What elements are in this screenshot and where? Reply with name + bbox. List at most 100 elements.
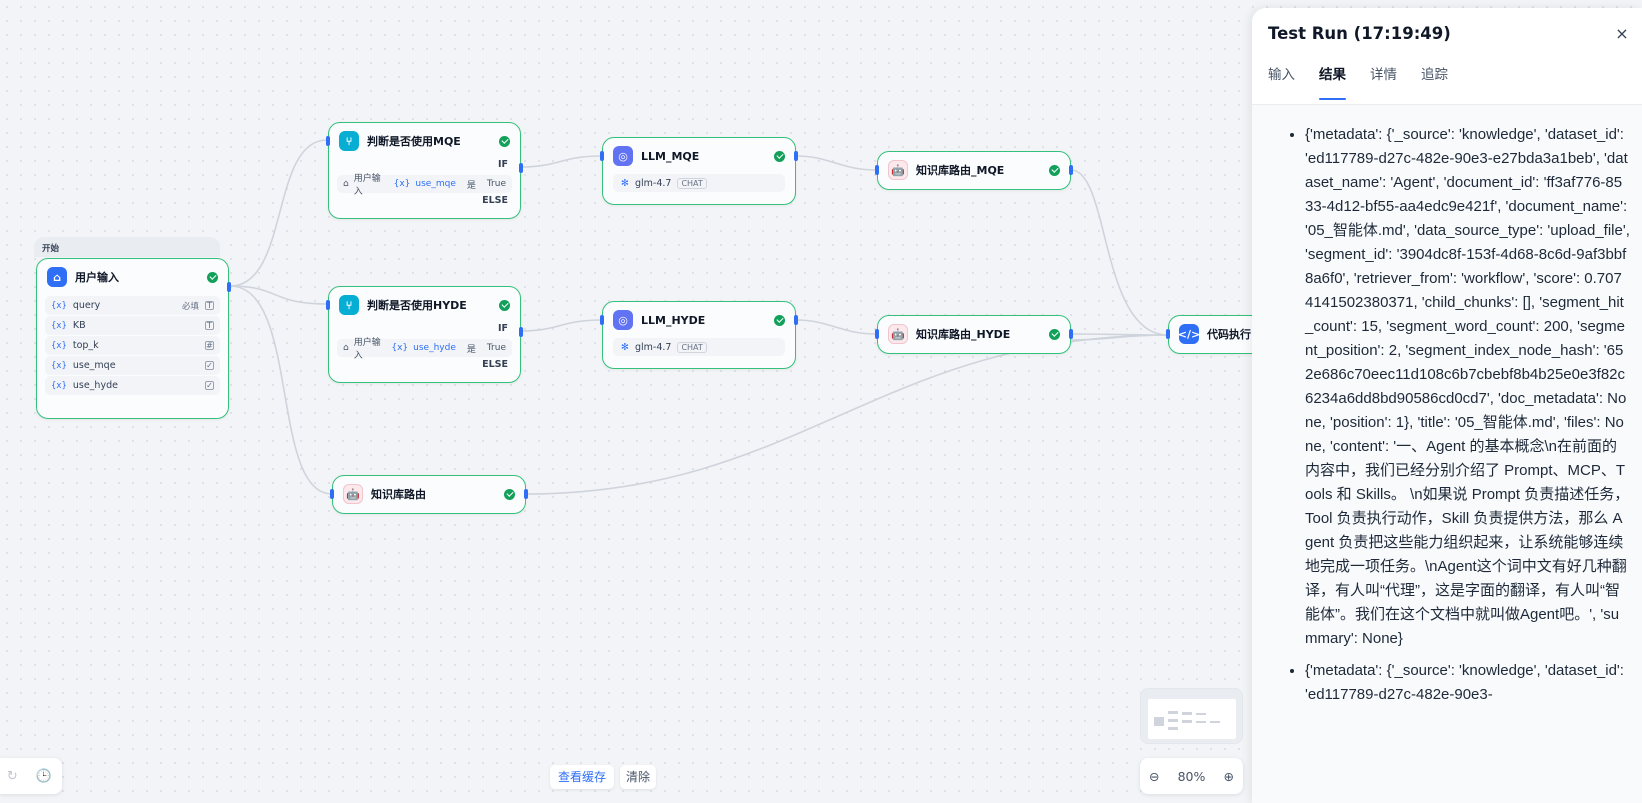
success-check-icon xyxy=(1049,164,1060,176)
zoom-level: 80% xyxy=(1177,768,1206,784)
tab-result[interactable]: 结果 xyxy=(1319,62,1346,102)
if-mqe-condition[interactable]: ⌂ 用户输入 {x} use_mqe 是 True xyxy=(337,174,512,197)
variable-icon: {x} xyxy=(51,300,67,311)
model-name: glm-4.7 xyxy=(634,177,672,189)
variable-icon: {x} xyxy=(51,380,67,391)
var-marker: {x} xyxy=(391,343,409,353)
cond-op: 是 xyxy=(466,180,476,191)
code-icon: </> xyxy=(1178,324,1200,344)
result-item: {'metadata': {'_source': 'knowledge', 'd… xyxy=(1305,659,1630,707)
edge-ifmqe-llmmqe xyxy=(519,155,603,168)
start-group-header xyxy=(34,237,220,257)
llm-icon: ◎ xyxy=(613,146,633,166)
edge-start-ifmqe xyxy=(229,139,328,287)
start-var-row[interactable]: {x}top_k# xyxy=(45,336,220,355)
if-hyde-title: 判断是否使用HYDE xyxy=(367,299,467,312)
if-mqe-if-port[interactable] xyxy=(519,163,523,173)
input-src-icon: ⌂ xyxy=(343,179,349,189)
kb-hyde-output-port[interactable] xyxy=(1069,329,1073,339)
model-mode-badge: CHAT xyxy=(677,177,707,189)
llm-mqe-title: LLM_MQE xyxy=(641,149,700,163)
cond-val: True xyxy=(486,343,506,353)
result-item: {'metadata': {'_source': 'knowledge', 'd… xyxy=(1305,123,1630,651)
checkbox-icon: ✓ xyxy=(205,361,214,370)
panel-title: Test Run (17:19:49) xyxy=(1268,24,1451,43)
redo-icon[interactable]: ↻ xyxy=(6,768,18,784)
if-mqe-input-port[interactable] xyxy=(326,136,330,146)
home-icon: ⌂ xyxy=(47,267,67,287)
code-input-port[interactable] xyxy=(1166,329,1170,339)
llm-hyde-output-port[interactable] xyxy=(794,315,798,325)
history-icon[interactable]: 🕒 xyxy=(35,768,52,784)
kb-mqe-node[interactable]: 🤖 知识库路由_MQE xyxy=(875,151,1073,190)
kb-hyde-input-port[interactable] xyxy=(875,329,879,339)
zoom-out-icon[interactable]: ⊖ xyxy=(1149,768,1160,784)
robot-icon: 🤖 xyxy=(888,160,908,180)
llm-hyde-node[interactable]: ◎ LLM_HYDE ✻ glm-4.7 CHAT xyxy=(600,301,798,369)
cond-op: 是 xyxy=(466,344,476,355)
test-run-panel: Test Run (17:19:49) × 输入 结果 详情 追踪 {'meta… xyxy=(1252,8,1642,803)
if-hyde-condition[interactable]: ⌂ 用户输入 {x} use_hyde 是 True xyxy=(337,338,512,361)
code-node[interactable]: </> 代码执行 xyxy=(1166,315,1268,354)
start-output-port[interactable] xyxy=(227,282,231,292)
close-icon[interactable]: × xyxy=(1615,24,1629,43)
kb-plain-output-port[interactable] xyxy=(524,489,528,499)
panel-tabs: 输入 结果 详情 追踪 xyxy=(1268,62,1448,102)
cond-src: 用户输入 xyxy=(353,174,381,197)
edge-ifmqe-else xyxy=(1070,334,1169,341)
kb-plain-title: 知识库路由 xyxy=(371,488,426,501)
edge-llmhyde-kbhyde xyxy=(795,319,878,335)
start-var-row[interactable]: {x}use_mqe✓ xyxy=(45,356,220,375)
tab-detail[interactable]: 详情 xyxy=(1370,67,1397,83)
minimap[interactable] xyxy=(1140,688,1243,744)
cond-val: True xyxy=(486,179,506,189)
checkbox-icon: ✓ xyxy=(205,381,214,390)
clear-button[interactable]: 清除 xyxy=(620,765,657,789)
kb-plain-input-port[interactable] xyxy=(330,489,334,499)
edge-kbhyde-code xyxy=(1070,333,1169,336)
kb-mqe-output-port[interactable] xyxy=(1069,165,1073,175)
zoom-controls: ⊖ 80% ⊕ xyxy=(1140,758,1243,794)
kb-mqe-title: 知识库路由_MQE xyxy=(916,164,1005,177)
if-mqe-else-label: ELSE xyxy=(482,195,508,206)
model-icon: ✻ xyxy=(621,177,629,189)
tab-trace[interactable]: 追踪 xyxy=(1421,67,1448,83)
kb-hyde-node[interactable]: 🤖 知识库路由_HYDE xyxy=(875,315,1073,354)
llm-mqe-node[interactable]: ◎ LLM_MQE ✻ glm-4.7 CHAT xyxy=(600,137,798,205)
llm-icon: ◎ xyxy=(613,310,633,330)
llm-mqe-model[interactable]: ✻ glm-4.7 CHAT xyxy=(613,174,785,192)
var-required: 必填 xyxy=(181,301,199,312)
llm-mqe-input-port[interactable] xyxy=(600,151,604,161)
llm-hyde-model[interactable]: ✻ glm-4.7 CHAT xyxy=(613,338,785,356)
kb-plain-node[interactable]: 🤖 知识库路由 xyxy=(330,475,528,514)
if-hyde-input-port[interactable] xyxy=(326,300,330,310)
if-hyde-if-port[interactable] xyxy=(519,327,523,337)
number-icon: # xyxy=(205,341,214,350)
success-check-icon xyxy=(499,299,510,311)
minimap-viewport[interactable] xyxy=(1147,698,1237,740)
kb-mqe-input-port[interactable] xyxy=(875,165,879,175)
variable-icon: {x} xyxy=(51,320,67,331)
success-check-icon xyxy=(207,271,218,283)
start-var-row[interactable]: {x}use_hyde✓ xyxy=(45,376,220,395)
cond-var: use_mqe xyxy=(415,179,456,189)
kb-hyde-title: 知识库路由_HYDE xyxy=(916,328,1011,341)
zoom-in-icon[interactable]: ⊕ xyxy=(1223,768,1234,784)
result-output[interactable]: {'metadata': {'_source': 'knowledge', 'd… xyxy=(1252,104,1642,803)
var-marker: {x} xyxy=(393,179,411,189)
edge-llmmqe-kbmqe xyxy=(795,155,878,171)
var-name: use_mqe xyxy=(72,360,116,371)
llm-mqe-output-port[interactable] xyxy=(794,151,798,161)
tab-input[interactable]: 输入 xyxy=(1268,67,1295,83)
if-hyde-node[interactable]: ⑂ 判断是否使用HYDE IF ⌂ 用户输入 {x} use_hyde 是 Tr… xyxy=(326,286,523,383)
edge-start-kbplain xyxy=(229,285,333,495)
success-check-icon xyxy=(1049,328,1060,340)
llm-hyde-input-port[interactable] xyxy=(600,315,604,325)
view-cache-button[interactable]: 查看缓存 xyxy=(550,765,615,789)
if-mqe-node[interactable]: ⑂ 判断是否使用MQE IF ⌂ 用户输入 {x} use_mqe 是 True… xyxy=(326,122,523,219)
history-controls: ↻ 🕒 xyxy=(0,758,62,794)
